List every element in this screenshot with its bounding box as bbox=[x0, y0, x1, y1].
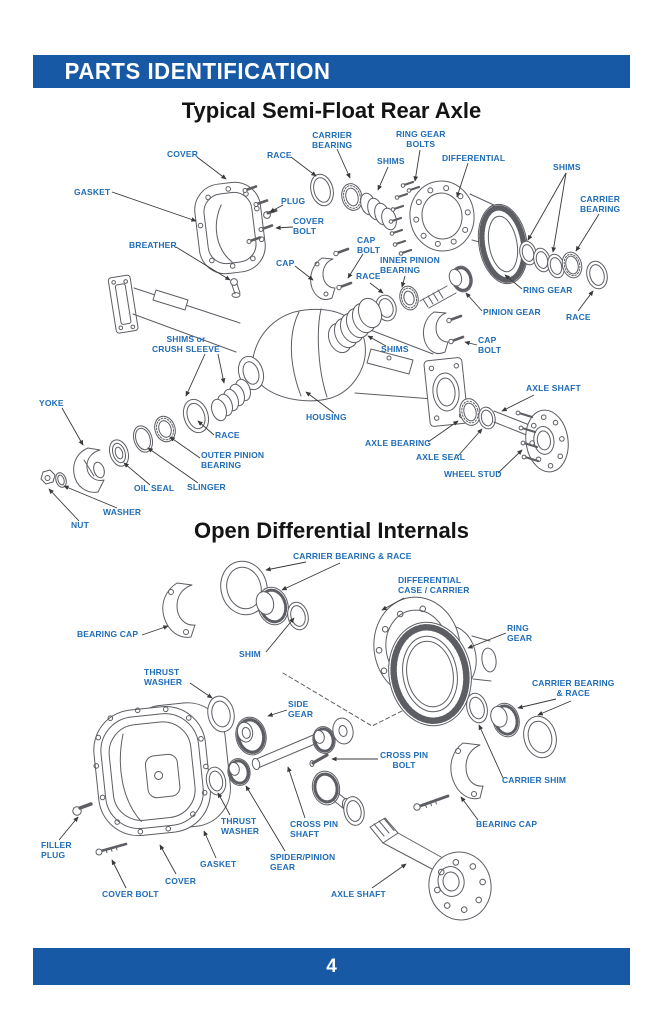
label-ring-gear-d2: RING GEAR bbox=[507, 623, 533, 644]
label-cover-bolt-d2: COVER BOLT bbox=[102, 889, 159, 899]
label-differential-d1: DIFFERENTIAL bbox=[442, 153, 506, 163]
label-cover-d2: COVER bbox=[165, 876, 196, 886]
art-gasket-cover-d2 bbox=[72, 702, 231, 856]
label-shims-center-d1: SHIMS bbox=[381, 344, 409, 354]
label-ring-gear-bolts-d1: RING GEAR BOLTS bbox=[396, 129, 446, 150]
label-shim-d2: SHIM bbox=[239, 649, 261, 659]
art-breather bbox=[230, 278, 241, 298]
art-cap-and-bolts bbox=[310, 247, 353, 301]
label-carrier-bearing-race-top-d2: CARRIER BEARING & RACE bbox=[293, 551, 412, 561]
label-race-top-d1: RACE bbox=[267, 150, 292, 160]
label-bearing-cap-left-d2: BEARING CAP bbox=[77, 629, 139, 639]
label-carrier-shim-d2: CARRIER SHIM bbox=[502, 775, 567, 785]
label-side-gear-d2: SIDE GEAR bbox=[288, 699, 314, 720]
label-shims-right-d1: SHIMS bbox=[553, 162, 581, 172]
diagram1-title: Typical Semi-Float Rear Axle bbox=[181, 98, 482, 123]
label-carrier-bearing-right-d1: CARRIER BEARING bbox=[580, 194, 621, 215]
art-pinion-assembly bbox=[375, 265, 473, 322]
art-race-bearing-shims-top bbox=[310, 173, 397, 231]
label-washer-d1: WASHER bbox=[103, 507, 142, 517]
art-internal-gears bbox=[205, 695, 365, 826]
art-ring-gear-d1 bbox=[477, 203, 529, 285]
art-bearing-cap-left bbox=[162, 582, 196, 638]
label-carrier-bearing-race-right-d2: CARRIER BEARING & RACE bbox=[532, 678, 615, 699]
art-cover-d1 bbox=[194, 181, 266, 275]
label-cover-bolt-d1: COVER BOLT bbox=[293, 216, 324, 237]
art-shims-bearing-race-right bbox=[519, 240, 608, 290]
label-pinion-gear-d1: PINION GEAR bbox=[483, 307, 541, 317]
art-left-tube-flange bbox=[107, 274, 241, 353]
label-carrier-bearing-left-d1: CARRIER BEARING bbox=[312, 130, 353, 151]
label-axle-bearing-d1: AXLE BEARING bbox=[365, 438, 432, 448]
art-bearing-cap-right bbox=[413, 742, 484, 811]
label-housing-d1: HOUSING bbox=[306, 412, 347, 422]
label-filler-plug-d2: FILLER PLUG bbox=[41, 840, 72, 861]
leader-arrows bbox=[48, 148, 600, 889]
art-pinion-nose-parts bbox=[40, 378, 251, 493]
label-race-right-d1: RACE bbox=[566, 312, 591, 322]
label-thrust-washer-lower-d2: THRUST WASHER bbox=[221, 816, 260, 837]
label-gasket-d2: GASKET bbox=[200, 859, 237, 869]
label-slinger-d1: SLINGER bbox=[187, 482, 226, 492]
label-cap-bolt-lower-d1: CAP BOLT bbox=[478, 335, 502, 356]
label-cap-bolt-top-d1: CAP BOLT bbox=[357, 235, 381, 256]
label-race-mid-d1: RACE bbox=[356, 271, 381, 281]
art-axle-shaft-d2 bbox=[369, 817, 492, 921]
art-carrier-bearing-race-right bbox=[466, 692, 557, 759]
label-differential-case-carrier-d2: DIFFERENTIAL CASE / CARRIER bbox=[398, 575, 470, 596]
label-bearing-cap-right-d2: BEARING CAP bbox=[476, 819, 538, 829]
header-bar: PARTS IDENTIFICATION bbox=[33, 55, 630, 88]
label-spider-pinion-gear-d2: SPIDER/PINION GEAR bbox=[270, 852, 336, 873]
label-gasket-d1: GASKET bbox=[74, 187, 111, 197]
label-thrust-washer-upper-d2: THRUST WASHER bbox=[144, 667, 183, 688]
label-shims-crush-sleeve-d1: SHIMS or CRUSH SLEEVE bbox=[152, 334, 220, 355]
art-cap-lower-and-bolts bbox=[422, 311, 465, 355]
label-shims-left-d1: SHIMS bbox=[377, 156, 405, 166]
label-race-lower-d1: RACE bbox=[215, 430, 240, 440]
label-axle-shaft-d2: AXLE SHAFT bbox=[331, 889, 386, 899]
label-breather-d1: BREATHER bbox=[129, 240, 177, 250]
label-oil-seal-d1: OIL SEAL bbox=[134, 483, 175, 493]
label-axle-shaft-d1: AXLE SHAFT bbox=[526, 383, 581, 393]
art-shim-coil bbox=[327, 297, 383, 354]
art-axle-shaft-assembly bbox=[423, 357, 569, 473]
page-number: 4 bbox=[326, 955, 337, 977]
label-cross-pin-bolt-d2: CROSS PIN BOLT bbox=[380, 750, 429, 771]
label-wheel-stud-d1: WHEEL STUD bbox=[444, 469, 502, 479]
label-inner-pinion-bearing-d1: INNER PINION BEARING bbox=[380, 255, 440, 276]
label-nut-d1: NUT bbox=[71, 520, 89, 530]
footer-bar: 4 bbox=[33, 948, 630, 985]
label-yoke-d1: YOKE bbox=[39, 398, 64, 408]
label-ring-gear-d1: RING GEAR bbox=[523, 285, 573, 295]
label-outer-pinion-bearing-d1: OUTER PINION BEARING bbox=[201, 450, 265, 471]
art-ring-gear-bolts bbox=[388, 180, 421, 256]
page-header-title: PARTS IDENTIFICATION bbox=[64, 58, 331, 84]
diagram2-title: Open Differential Internals bbox=[193, 518, 470, 543]
art-carrier-bearing-race-top bbox=[220, 560, 309, 631]
label-cross-pin-shaft-d2: CROSS PIN SHAFT bbox=[290, 819, 339, 840]
label-axle-seal-d1: AXLE SEAL bbox=[416, 452, 466, 462]
art-ring-gear-d2 bbox=[388, 621, 472, 727]
label-cap-d1: CAP bbox=[276, 258, 295, 268]
art-housing bbox=[237, 308, 434, 402]
label-cover-d1: COVER bbox=[167, 149, 198, 159]
label-plug-d1: PLUG bbox=[281, 196, 306, 206]
